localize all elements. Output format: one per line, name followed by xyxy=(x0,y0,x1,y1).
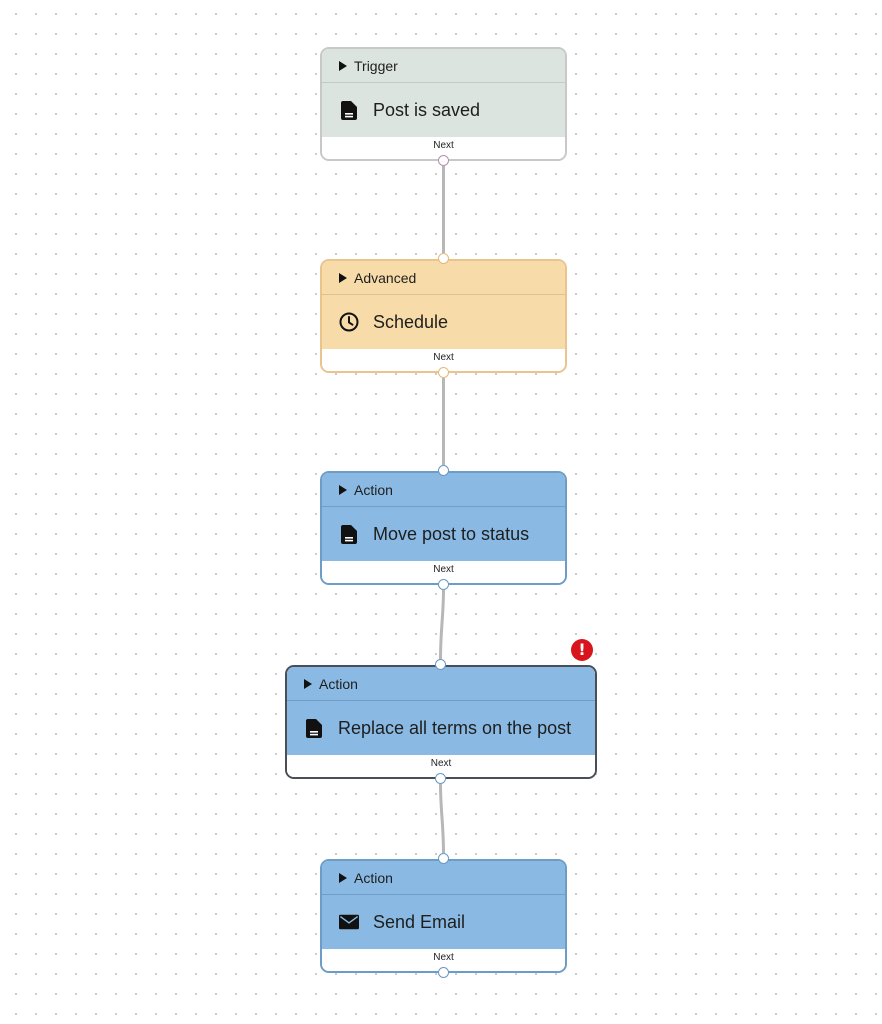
input-port[interactable] xyxy=(438,253,449,264)
node-footer-next: Next xyxy=(322,561,565,583)
node-body[interactable]: Move post to status xyxy=(322,507,565,561)
node-footer-next: Next xyxy=(322,949,565,971)
output-port[interactable] xyxy=(438,367,449,378)
node-footer-next: Next xyxy=(322,349,565,371)
input-port[interactable] xyxy=(438,853,449,864)
input-port[interactable] xyxy=(438,465,449,476)
error-alert-icon[interactable]: ! xyxy=(571,639,593,661)
connection-edge[interactable] xyxy=(439,589,445,660)
expand-caret-icon[interactable] xyxy=(339,484,347,495)
document-icon xyxy=(339,100,359,120)
output-port[interactable] xyxy=(435,773,446,784)
node-label: Move post to status xyxy=(373,523,530,544)
node-body[interactable]: Replace all terms on the post xyxy=(287,701,595,755)
node-trigger-post-is-saved[interactable]: Trigger Post is saved Next xyxy=(320,47,567,161)
node-body[interactable]: Schedule xyxy=(322,295,565,349)
node-footer-next: Next xyxy=(322,137,565,159)
node-label: Schedule xyxy=(373,311,449,332)
node-header[interactable]: Action xyxy=(287,667,595,701)
node-label: Post is saved xyxy=(373,99,481,120)
node-body[interactable]: Post is saved xyxy=(322,83,565,137)
expand-caret-icon[interactable] xyxy=(304,678,312,689)
document-icon xyxy=(339,524,359,544)
node-advanced-schedule[interactable]: Advanced Schedule Next xyxy=(320,259,567,373)
node-category: Advanced xyxy=(354,269,417,286)
expand-caret-icon[interactable] xyxy=(339,60,347,71)
node-category: Action xyxy=(319,675,358,692)
node-category: Action xyxy=(354,869,393,886)
clock-icon xyxy=(339,312,359,332)
document-icon xyxy=(304,718,324,738)
node-action-send-email[interactable]: Action Send Email Next xyxy=(320,859,567,973)
node-label: Send Email xyxy=(373,911,466,932)
expand-caret-icon[interactable] xyxy=(339,272,347,283)
expand-caret-icon[interactable] xyxy=(339,872,347,883)
node-category: Action xyxy=(354,481,393,498)
output-port[interactable] xyxy=(438,155,449,166)
node-header[interactable]: Advanced xyxy=(322,261,565,295)
node-body[interactable]: Send Email xyxy=(322,895,565,949)
input-port[interactable] xyxy=(435,659,446,670)
node-label: Replace all terms on the post xyxy=(338,717,572,738)
node-footer-next: Next xyxy=(287,755,595,777)
node-action-move-post-to-status[interactable]: Action Move post to status Next xyxy=(320,471,567,585)
node-header[interactable]: Trigger xyxy=(322,49,565,83)
output-port[interactable] xyxy=(438,967,449,978)
output-port[interactable] xyxy=(438,579,449,590)
node-header[interactable]: Action xyxy=(322,861,565,895)
connection-edge[interactable] xyxy=(439,783,445,854)
node-category: Trigger xyxy=(354,57,398,74)
node-action-replace-all-terms[interactable]: Action Replace all terms on the post Nex… xyxy=(285,665,597,779)
envelope-icon xyxy=(339,912,359,932)
node-header[interactable]: Action xyxy=(322,473,565,507)
